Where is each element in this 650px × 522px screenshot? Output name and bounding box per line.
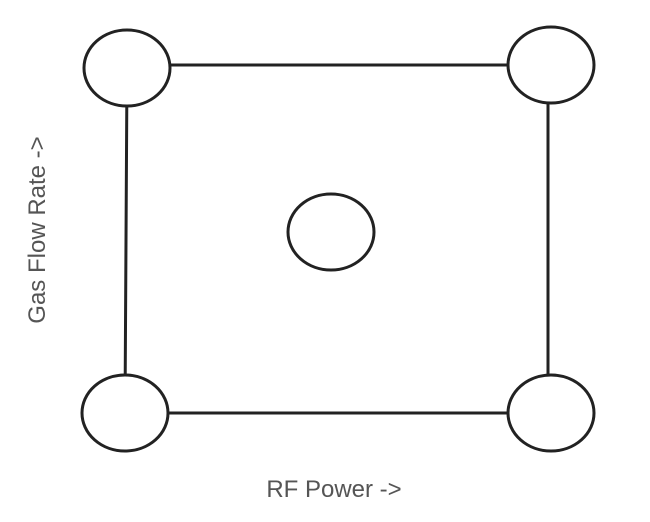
node-high-power-low-flow: [506, 373, 596, 453]
x-axis-label: RF Power ->: [266, 476, 401, 503]
node-low-power-high-flow: [82, 28, 172, 108]
y-axis-label: Gas Flow Rate ->: [24, 136, 51, 323]
node-low-power-low-flow: [80, 373, 170, 453]
node-high-power-high-flow: [506, 25, 596, 105]
node-center-point: [286, 192, 376, 272]
edge-left: [123, 66, 129, 415]
